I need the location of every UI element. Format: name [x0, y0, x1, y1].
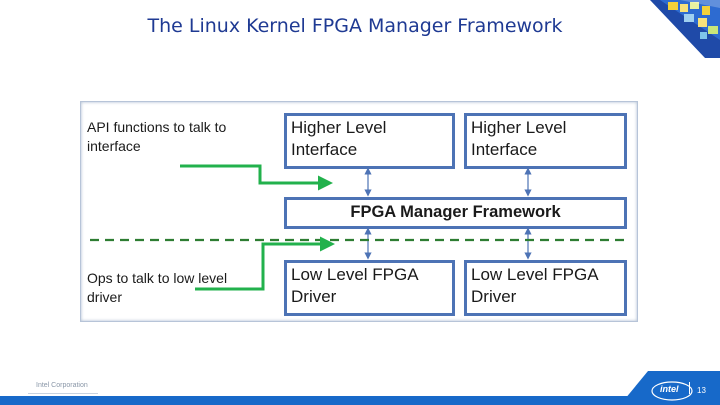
intel-logo-icon	[651, 381, 693, 401]
footer-rule	[28, 393, 98, 394]
higher-level-interface-right-label: Higher Level Interface	[471, 118, 567, 159]
fpga-manager-framework-box: FPGA Manager Framework	[284, 197, 627, 229]
page-number-separator	[689, 382, 690, 394]
slide-title: The Linux Kernel FPGA Manager Framework	[147, 15, 563, 37]
footer-company-text: Intel Corporation	[36, 382, 88, 389]
higher-level-interface-left-label: Higher Level Interface	[291, 118, 387, 159]
page-number: 13	[697, 386, 706, 395]
corner-mosaic-icon	[650, 0, 720, 58]
ops-note: Ops to talk to low level driver	[87, 270, 228, 305]
low-level-fpga-driver-right-label: Low Level FPGA Driver	[471, 265, 599, 306]
fpga-manager-framework-label: FPGA Manager Framework	[350, 203, 561, 221]
footer-badge	[620, 371, 720, 405]
higher-level-interface-left-box: Higher Level Interface	[284, 113, 455, 169]
low-level-fpga-driver-left-box: Low Level FPGA Driver	[284, 260, 455, 316]
bottom-bar	[0, 396, 720, 405]
low-level-fpga-driver-left-label: Low Level FPGA Driver	[291, 265, 419, 306]
diagram-panel: API functions to talk to interface Ops t…	[80, 101, 638, 322]
higher-level-interface-right-box: Higher Level Interface	[464, 113, 627, 169]
intel-logo-text: intel	[660, 384, 679, 394]
api-functions-note: API functions to talk to interface	[87, 119, 227, 154]
low-level-fpga-driver-right-box: Low Level FPGA Driver	[464, 260, 627, 316]
